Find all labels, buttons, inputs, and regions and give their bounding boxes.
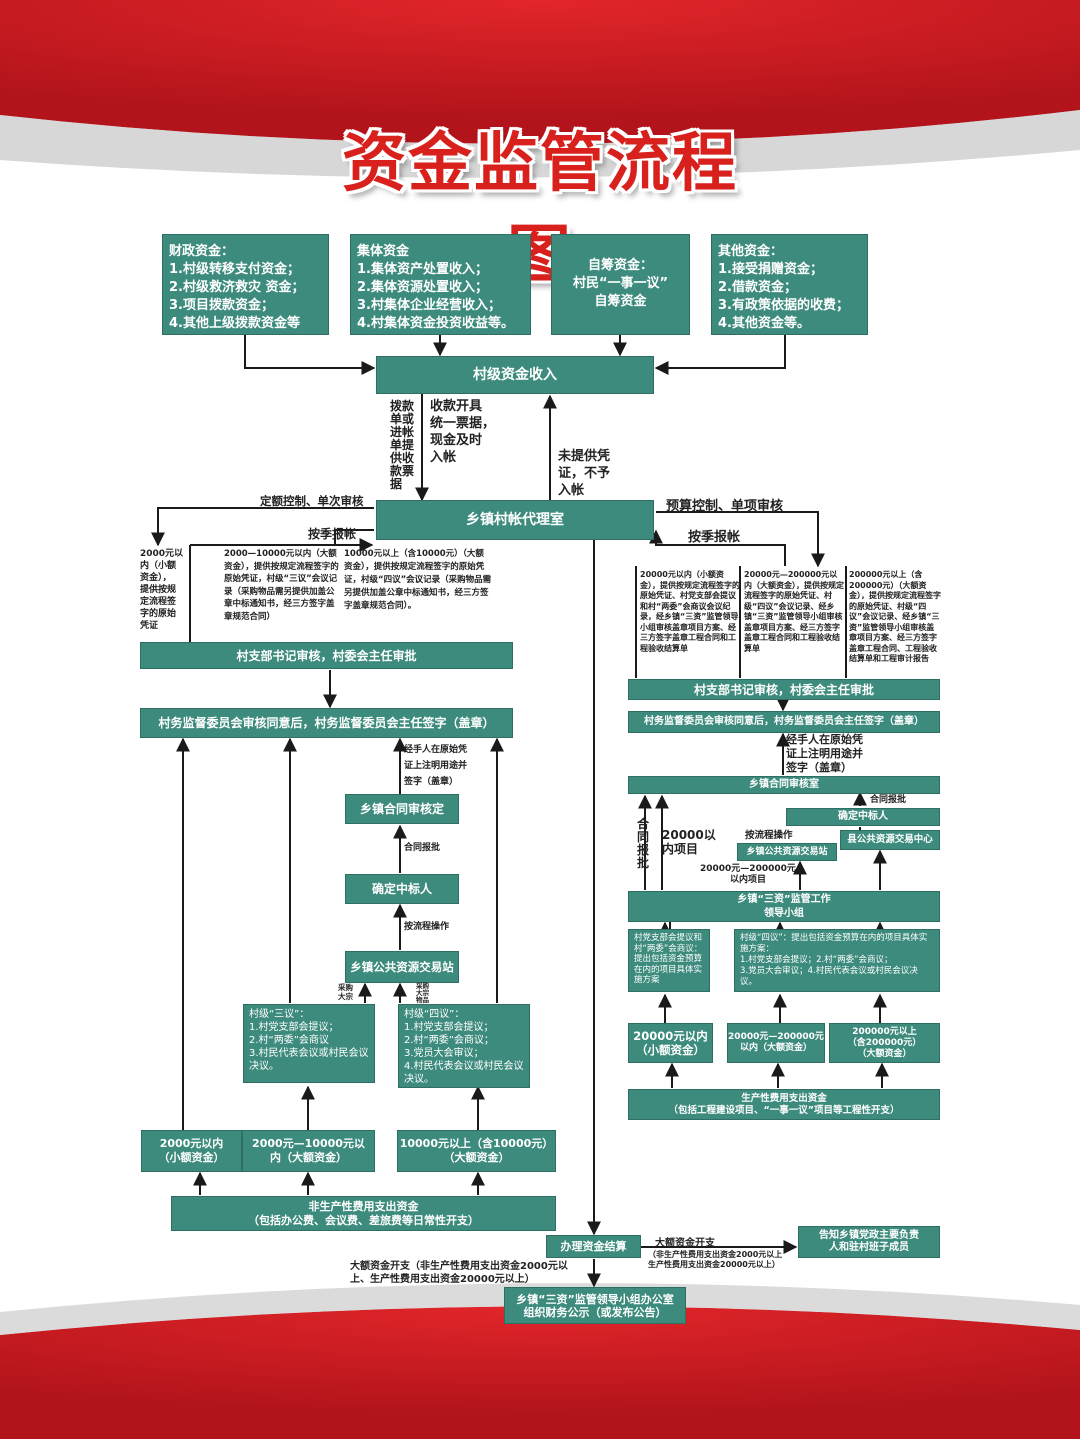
left-trading-station: 乡镇公共资源交易站 <box>345 951 459 983</box>
right-town-trading: 乡镇公共资源交易站 <box>737 843 837 861</box>
label-budget-control: 预算控制、单项审核 <box>666 499 784 514</box>
note-over-200000: 200000元以上（含200000元）（大额资金），提供按规定流程签字的原始凭证… <box>849 570 941 663</box>
right-range-projects: 20000元—200000元 以内项目 <box>700 864 796 885</box>
note-under-2000: 2000元以 内（小额 资金）， 提供按规 定流程签 字的原始 凭证 <box>140 549 184 631</box>
right-winner: 确定中标人 <box>786 808 940 826</box>
right-cat-mid: 20000元—200000元 以内（大额资金） <box>727 1023 825 1063</box>
note-20000-200000: 20000元—200000元以内（大额资金），提供按规定流程签字的原始凭证、村级… <box>744 570 844 653</box>
left-cat-mid: 2000元—10000元以 内（大额资金） <box>242 1130 375 1172</box>
right-contract-room: 乡镇合同审核室 <box>628 776 940 794</box>
right-supervision-committee: 村务监督委员会审核同意后，村务监督委员会主任签字（盖章） <box>628 711 940 733</box>
village-fund-income: 村级资金收入 <box>376 356 654 394</box>
right-under-20000-projects: 20000以 内项目 <box>662 828 716 856</box>
three-assets-office-disclosure: 乡镇“三资”监管领导小组办公室 组织财务公示（或发布公告） <box>504 1287 686 1324</box>
right-four-meeting: 村级“四议”：提出包括资金预算在内的项目具体实施方案： 1.村党支部会提议；2.… <box>734 929 940 992</box>
right-secretary-approval: 村支部书记审核，村委会主任审批 <box>628 679 940 700</box>
bottom-red-wave <box>0 1306 1080 1439</box>
label-quarter-left: 按季报帐 <box>308 527 357 541</box>
right-cat-small: 20000元以内 （小额资金） <box>628 1023 713 1063</box>
label-payment-slip: 拨款单或进帐单提供收款票据 <box>390 399 415 491</box>
source-collective-funds: 集体资金 1.集体资产处置收入； 2.集体资源处置收入； 3.村集体企业经营收入… <box>350 234 531 335</box>
left-by-process: 按流程操作 <box>404 922 450 932</box>
note-large-expense-right: （非生产性费用支出资金2000元以上 生产性费用支出资金20000元以上） <box>648 1250 783 1269</box>
label-large-expense: 大额资金开支 <box>655 1238 715 1249</box>
non-production-expense: 非生产性费用支出资金 （包括办公费、会议费、差旅费等日常性开支） <box>171 1196 556 1231</box>
note-under-20000: 20000元以内（小额资金），提供按规定流程签字的原始凭证、村党支部会提议和村“… <box>640 570 740 653</box>
source-fiscal-funds: 财政资金： 1.村级转移支付资金； 2.村级救济救灾 资金； 3.项目拨款资金；… <box>162 234 329 335</box>
left-four-meeting: 村级“四议”： 1.村党支部会提议； 2.村“两委”会商议； 3.党员大会审议；… <box>398 1004 530 1088</box>
right-contract-report: 合同报批 <box>870 795 907 805</box>
left-cat-small: 2000元以内 （小额资金） <box>141 1130 242 1172</box>
top-red-wave <box>0 0 1080 144</box>
left-supervision-committee: 村务监督委员会审核同意后，村务监督委员会主任签字（盖章） <box>140 708 513 738</box>
town-accounting-agency: 乡镇村帐代理室 <box>376 500 654 540</box>
label-receipt: 收款开具 统一票据， 现金及时 入帐 <box>430 399 496 465</box>
bottom-gray-wave <box>0 1283 1080 1335</box>
inform-leaders: 告知乡镇党政主要负责 人和驻村班子成员 <box>798 1226 940 1258</box>
label-no-voucher: 未提供凭 证，不予 入帐 <box>558 449 611 498</box>
production-expense: 生产性费用支出资金 （包括工程建设项目、“一事一议”项目等工程性开支） <box>628 1089 940 1120</box>
top-gray-wave <box>0 110 1080 178</box>
source-self-raised-funds: 自筹资金： 村民“一事一议” 自筹资金 <box>551 234 690 335</box>
note-2000-10000: 2000—10000元以内（大额资金），提供按规定流程签字的原始凭证，村级“三议… <box>224 549 339 622</box>
left-three-meeting: 村级“三议”： 1.村党支部会提议； 2.村“两委”会商议 3.村民代表会议或村… <box>243 1004 375 1083</box>
left-contract-report: 合同报批 <box>404 843 441 853</box>
left-handler-note: 经手人在原始凭 证上注明用途并 签字（盖章） <box>404 745 468 787</box>
note-over-10000: 10000元以上（含10000元）（大额资金），提供按规定流程签字的原始凭证，村… <box>344 549 492 611</box>
source-other-funds: 其他资金： 1.接受捐赠资金； 2.借款资金； 3.有政策依据的收费； 4.其他… <box>711 234 868 335</box>
right-by-process: 按流程操作 <box>745 830 793 841</box>
county-trading-center: 县公共资源交易中心 <box>840 830 940 850</box>
left-winner: 确定中标人 <box>345 874 459 904</box>
party-propose-plan: 村党支部会提议和村“两委”会商议：提出包括资金预算在内的项目具体实施方案 <box>628 929 710 992</box>
note-large-expense-left: 大额资金开支（非生产性费用支出资金2000元以 上、生产性费用支出资金20000… <box>350 1261 568 1285</box>
right-handler-note: 经手人在原始凭 证上注明用途并 签字（盖章） <box>786 733 863 774</box>
left-secretary-approval: 村支部书记审核，村委会主任审批 <box>140 642 513 669</box>
three-assets-leading-group: 乡镇“三资”监管工作 领导小组 <box>628 891 940 922</box>
left-purchase-big: 采购 大宗 <box>338 983 353 1001</box>
fund-settlement: 办理资金结算 <box>546 1235 641 1258</box>
right-cat-big: 200000元以上 （含200000元） （大额资金） <box>829 1023 940 1063</box>
right-contract-vertical: 合同报批 <box>637 817 650 870</box>
page-title: 资金监管流程图 <box>342 127 738 293</box>
label-quarter-right: 按季报帐 <box>688 530 741 545</box>
left-purchase-big-items: 采购 大宗 物品 <box>416 982 429 1004</box>
label-quota-control: 定额控制、单次审核 <box>260 494 364 508</box>
left-contract-review: 乡镇合同审核定 <box>345 794 459 824</box>
left-cat-big: 10000元以上（含10000元） （大额资金） <box>397 1130 556 1172</box>
